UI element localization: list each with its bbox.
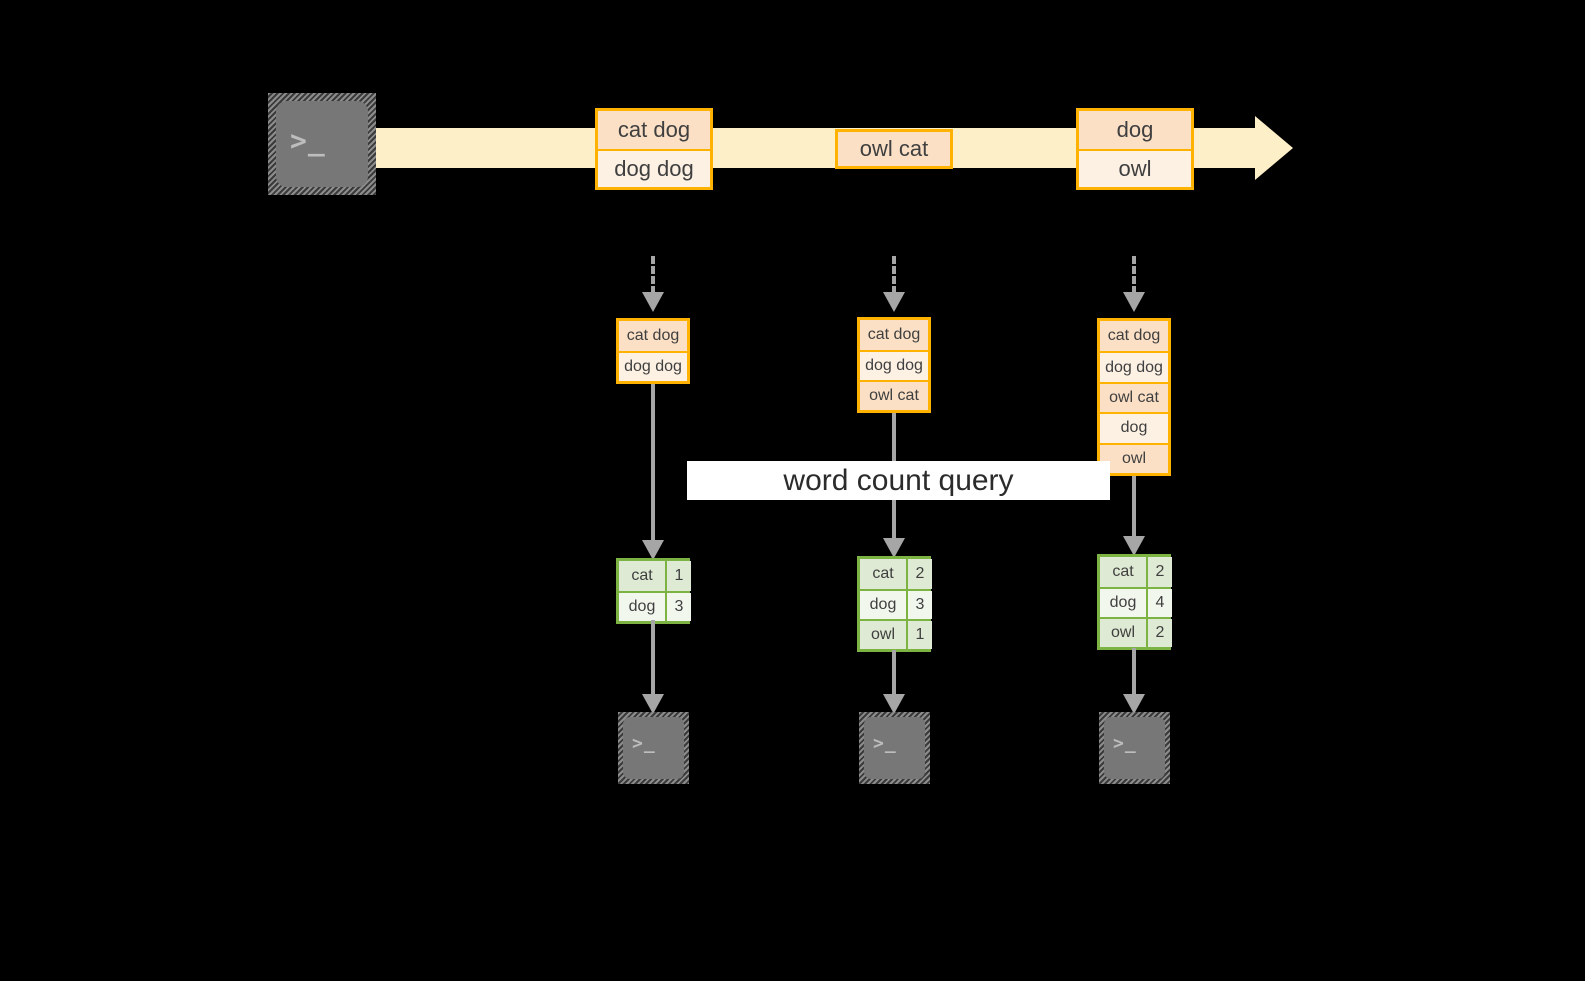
stack-line: dog: [1100, 412, 1168, 443]
result-row: cat 1: [619, 561, 691, 591]
record-line: dog: [1079, 111, 1191, 149]
terminal-screen: >_: [276, 101, 368, 187]
timeline-record-group-1[interactable]: cat dog dog dog: [595, 108, 713, 190]
column-1-query-connector: [651, 384, 655, 544]
terminal-prompt: >_: [632, 733, 656, 754]
stack-line: cat dog: [619, 321, 687, 351]
result-count: 2: [1146, 619, 1172, 647]
result-word: dog: [1100, 589, 1146, 617]
column-1-query-arrowhead: [642, 540, 664, 560]
stack-line: owl cat: [860, 380, 928, 410]
stream-to-stack-arrowhead: [1123, 292, 1145, 312]
result-row: cat 2: [860, 559, 932, 589]
terminal-prompt: >_: [873, 733, 897, 754]
column-2-result-table[interactable]: cat 2 dog 3 owl 1: [857, 556, 932, 652]
stack-line: owl cat: [1100, 381, 1168, 413]
column-1-result-table[interactable]: cat 1 dog 3: [616, 558, 691, 624]
record-line: owl: [1079, 149, 1191, 187]
result-count: 2: [906, 559, 932, 589]
stack-line: cat dog: [860, 320, 928, 350]
column-1-sink-terminal-icon[interactable]: >_: [618, 712, 689, 784]
column-2-query-arrowhead: [883, 538, 905, 558]
terminal-prompt: >_: [1113, 733, 1137, 754]
result-count: 3: [665, 593, 691, 621]
result-count: 3: [906, 591, 932, 619]
column-3-query-arrowhead: [1123, 536, 1145, 556]
query-band: word count query: [687, 461, 1110, 500]
column-2-record-stack[interactable]: cat dog dog dog owl cat: [857, 317, 931, 413]
column-1-sink-arrowhead: [642, 694, 664, 714]
stack-line: owl: [1100, 442, 1168, 474]
record-line: cat dog: [598, 111, 710, 149]
stream-arrow-head: [1255, 116, 1293, 180]
stream-to-stack-connector: [651, 256, 655, 294]
column-1-sink-connector: [651, 620, 655, 698]
result-word: dog: [619, 593, 665, 621]
column-3-sink-terminal-icon[interactable]: >_: [1099, 712, 1170, 784]
stack-line: cat dog: [1100, 321, 1168, 352]
result-count: 2: [1146, 557, 1172, 587]
stream-to-stack-connector: [1132, 256, 1136, 294]
result-count: 4: [1146, 589, 1172, 617]
column-2-sink-arrowhead: [883, 694, 905, 714]
column-1-record-stack[interactable]: cat dog dog dog: [616, 318, 690, 384]
terminal-prompt: >_: [290, 124, 326, 157]
column-3-query-connector: [1132, 476, 1136, 540]
record-line: owl cat: [838, 132, 950, 166]
column-2-sink-terminal-icon[interactable]: >_: [859, 712, 930, 784]
result-word: owl: [860, 621, 906, 649]
column-2-sink-connector: [892, 650, 896, 698]
column-3-sink-connector: [1132, 648, 1136, 698]
timeline-record-group-2[interactable]: owl cat: [835, 129, 953, 169]
result-word: dog: [860, 591, 906, 619]
column-3-record-stack[interactable]: cat dog dog dog owl cat dog owl: [1097, 318, 1171, 476]
result-row: dog 3: [619, 591, 691, 621]
timeline-record-group-3[interactable]: dog owl: [1076, 108, 1194, 190]
terminal-screen: >_: [623, 717, 684, 779]
result-word: cat: [860, 559, 906, 589]
column-3-result-table[interactable]: cat 2 dog 4 owl 2: [1097, 554, 1172, 650]
stream-to-stack-connector: [892, 256, 896, 294]
result-word: cat: [1100, 557, 1146, 587]
stream-to-stack-arrowhead: [642, 292, 664, 312]
stream-to-stack-arrowhead: [883, 292, 905, 312]
terminal-screen: >_: [1104, 717, 1165, 779]
record-line: dog dog: [598, 149, 710, 187]
source-terminal-icon[interactable]: >_: [268, 93, 376, 195]
result-word: owl: [1100, 619, 1146, 647]
result-row: owl 2: [1100, 617, 1172, 647]
result-count: 1: [665, 561, 691, 591]
stack-line: dog dog: [1100, 351, 1168, 382]
result-row: cat 2: [1100, 557, 1172, 587]
stack-line: dog dog: [619, 351, 687, 381]
stack-line: dog dog: [860, 350, 928, 380]
result-row: dog 4: [1100, 587, 1172, 617]
query-label: word count query: [783, 463, 1014, 497]
result-count: 1: [906, 621, 932, 649]
result-word: cat: [619, 561, 665, 591]
column-3-sink-arrowhead: [1123, 694, 1145, 714]
result-row: owl 1: [860, 619, 932, 649]
result-row: dog 3: [860, 589, 932, 619]
terminal-screen: >_: [864, 717, 925, 779]
